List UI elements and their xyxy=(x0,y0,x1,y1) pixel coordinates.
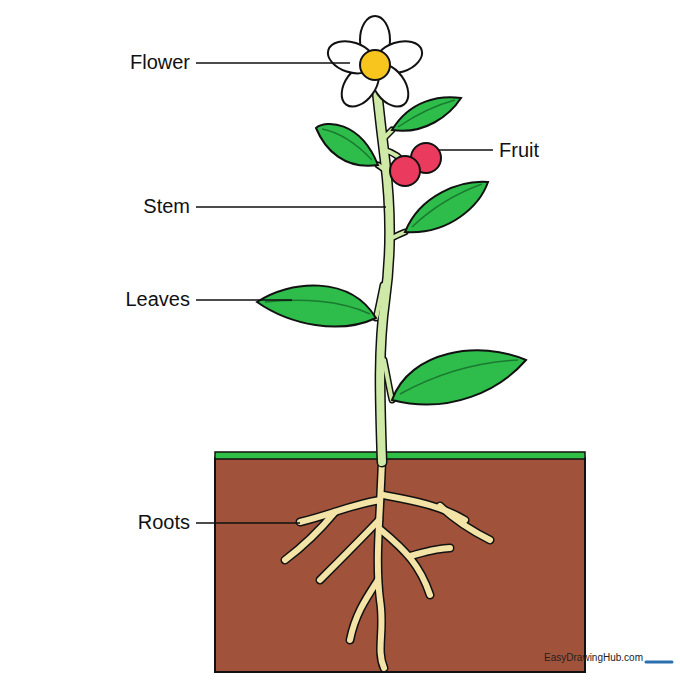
stem xyxy=(376,82,405,462)
fruit xyxy=(390,143,441,186)
watermark: EasyDrawingHub.com xyxy=(544,653,643,663)
part-label: Roots xyxy=(138,512,190,532)
grass-line xyxy=(215,452,585,459)
soil xyxy=(215,458,585,672)
watermark-pencil xyxy=(646,661,672,664)
leaves xyxy=(257,97,526,404)
leader-lines xyxy=(196,63,493,523)
part-label: Leaves xyxy=(126,289,191,309)
part-label: Stem xyxy=(143,196,190,216)
leaf-veins xyxy=(265,100,518,394)
flower xyxy=(324,16,426,113)
part-label: Fruit xyxy=(499,140,539,160)
part-label: Flower xyxy=(130,52,190,72)
roots xyxy=(285,460,490,668)
